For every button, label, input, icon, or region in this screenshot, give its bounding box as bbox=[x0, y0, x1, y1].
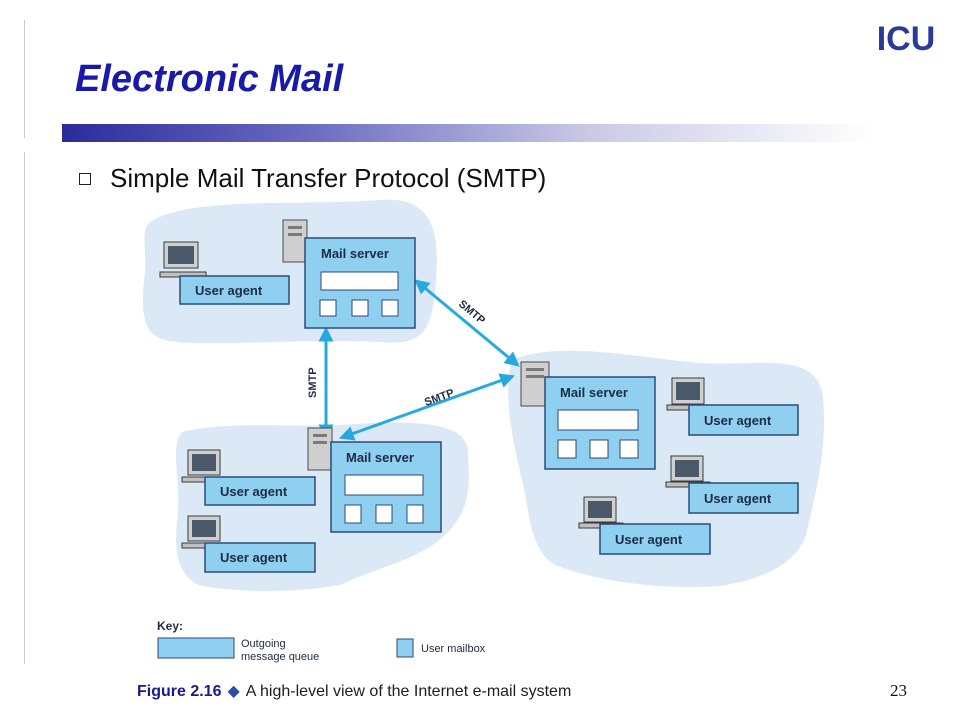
user-agent-label: User agent bbox=[704, 491, 772, 506]
mailbox-icon bbox=[351, 299, 369, 317]
user-agent-label: User agent bbox=[195, 283, 263, 298]
logo-text: ICU bbox=[877, 20, 936, 56]
computer-icon bbox=[666, 377, 712, 411]
key-queue-icon bbox=[157, 637, 235, 659]
bullet-text: Simple Mail Transfer Protocol (SMTP) bbox=[110, 163, 547, 193]
title-gradient-rule bbox=[62, 124, 872, 142]
smtp-label-left: SMTP bbox=[307, 367, 319, 398]
frame-bar-top bbox=[24, 20, 47, 138]
queue-icon bbox=[320, 271, 399, 291]
key-queue-label-line1: Outgoing bbox=[241, 638, 286, 650]
computer-icon bbox=[181, 515, 227, 549]
slide-title: Electronic Mail bbox=[75, 58, 344, 100]
figure-caption-text: A high-level view of the Internet e-mail… bbox=[245, 683, 572, 700]
user-agent-top-left: User agent bbox=[159, 241, 290, 305]
figure-caption: Figure 2.16 ◆ A high-level view of the Int… bbox=[137, 681, 571, 701]
mailbox-icon bbox=[589, 439, 609, 459]
user-agent-bottom-left-2: User agent bbox=[181, 515, 316, 573]
key-title: Key: bbox=[157, 619, 183, 633]
smtp-arrow-bottom-to-right bbox=[338, 373, 516, 441]
smtp-label-top: SMTP bbox=[456, 298, 487, 327]
key-mailbox-icon bbox=[396, 638, 414, 658]
mailbox-icon bbox=[619, 439, 639, 459]
smtp-label-middle: SMTP bbox=[423, 387, 456, 409]
user-agent-right-2: User agent bbox=[665, 455, 799, 514]
smtp-arrow-top-to-right bbox=[414, 279, 520, 367]
page-number: 23 bbox=[890, 681, 907, 700]
icu-logo: ICU bbox=[877, 20, 936, 56]
caption-separator: ◆ bbox=[227, 683, 240, 700]
user-agent-label: User agent bbox=[220, 550, 288, 565]
computer-icon bbox=[665, 455, 711, 488]
mailbox-icon bbox=[406, 504, 424, 524]
user-agent-label: User agent bbox=[220, 484, 288, 499]
server-tower-icon bbox=[307, 427, 333, 471]
computer-icon bbox=[181, 449, 227, 483]
mail-server-top: Mail server bbox=[282, 219, 416, 329]
frame-bar-bottom bbox=[24, 152, 47, 664]
mailbox-icon bbox=[319, 299, 337, 317]
key-mailbox-label: User mailbox bbox=[421, 643, 486, 655]
diagram-key: Key: Outgoing message queue User mailbox bbox=[157, 619, 486, 663]
user-agent-label: User agent bbox=[704, 413, 772, 428]
user-agent-label: User agent bbox=[615, 532, 683, 547]
user-agent-bottom-left-1: User agent bbox=[181, 449, 316, 506]
key-queue-label-line2: message queue bbox=[241, 651, 319, 663]
figure-number: Figure 2.16 bbox=[137, 683, 222, 700]
user-agent-right-1: User agent bbox=[666, 377, 799, 436]
mailbox-icon bbox=[557, 439, 577, 459]
user-agent-right-3: User agent bbox=[578, 496, 711, 555]
mail-server-label: Mail server bbox=[560, 385, 628, 400]
mail-server-right: Mail server bbox=[520, 361, 656, 470]
mailbox-icon bbox=[375, 504, 393, 524]
mail-server-label: Mail server bbox=[321, 246, 389, 261]
mailbox-icon bbox=[381, 299, 399, 317]
mail-server-label: Mail server bbox=[346, 450, 414, 465]
mailbox-icon bbox=[344, 504, 362, 524]
server-tower-icon bbox=[282, 219, 308, 263]
bullet-square-icon bbox=[79, 173, 91, 185]
mail-server-bottom-left: Mail server bbox=[307, 427, 442, 533]
queue-icon bbox=[344, 474, 424, 496]
computer-icon bbox=[159, 241, 207, 278]
queue-icon bbox=[557, 409, 639, 431]
